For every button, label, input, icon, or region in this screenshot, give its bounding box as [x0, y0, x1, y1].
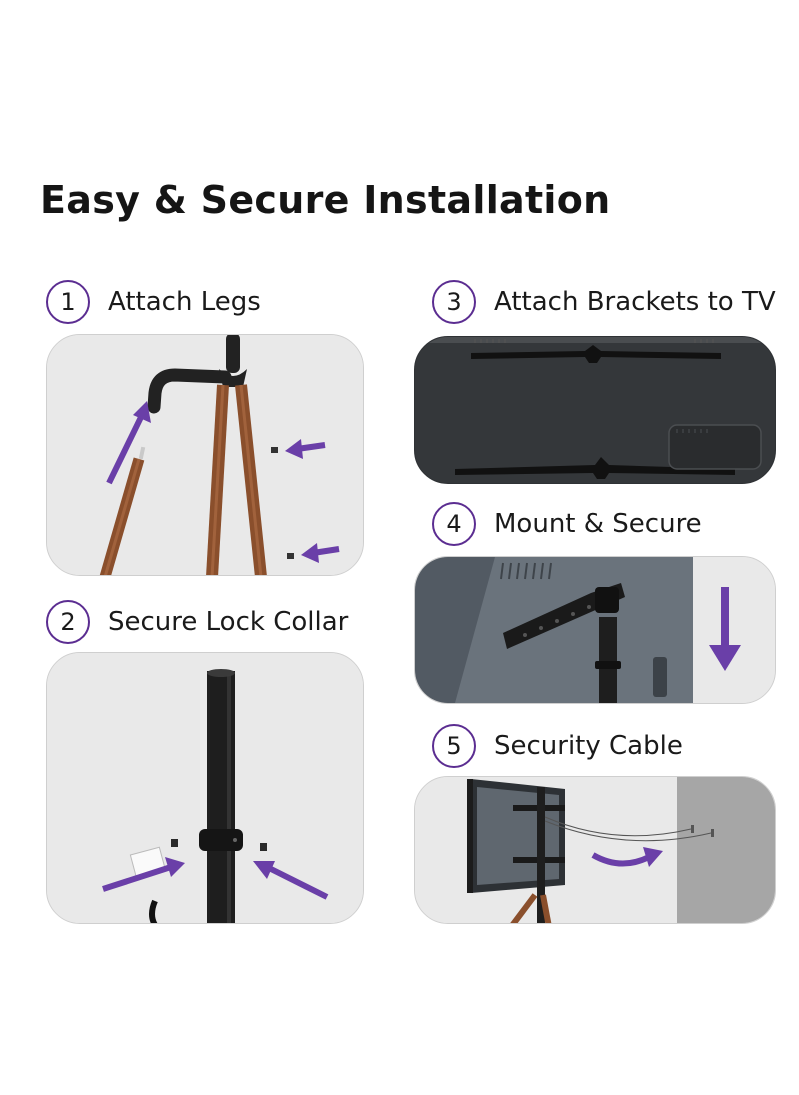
step-3-label: Attach Brackets to TV	[494, 287, 776, 317]
right-arrow-icon	[102, 857, 185, 892]
step-1-illustration	[46, 334, 364, 576]
left-arrow-icon	[285, 439, 326, 459]
mount-secure-image	[415, 557, 775, 703]
step-4-illustration	[414, 556, 776, 704]
attach-legs-image	[47, 335, 363, 575]
down-arrow-icon	[709, 587, 741, 671]
step-1-header: 1 Attach Legs	[46, 280, 261, 324]
step-3-number: 3	[432, 280, 476, 324]
step-4-label: Mount & Secure	[494, 509, 702, 539]
page-title: Easy & Secure Installation	[40, 178, 611, 222]
step-5-header: 5 Security Cable	[432, 724, 683, 768]
curved-arrow-icon	[591, 847, 663, 867]
step-2-label: Secure Lock Collar	[108, 607, 349, 637]
step-1-number: 1	[46, 280, 90, 324]
left-arrow-icon	[253, 861, 329, 900]
step-4-header: 4 Mount & Secure	[432, 502, 702, 546]
step-1-label: Attach Legs	[108, 287, 261, 317]
step-5-illustration	[414, 776, 776, 924]
step-4-number: 4	[432, 502, 476, 546]
security-cable-image	[415, 777, 775, 923]
lock-collar-image	[47, 653, 363, 923]
step-5-label: Security Cable	[494, 731, 683, 761]
tv-brackets-image	[415, 337, 775, 483]
step-2-header: 2 Secure Lock Collar	[46, 600, 348, 644]
step-2-number: 2	[46, 600, 90, 644]
left-arrow-icon	[301, 543, 340, 563]
step-2-illustration	[46, 652, 364, 924]
step-3-illustration	[414, 336, 776, 484]
step-5-number: 5	[432, 724, 476, 768]
step-3-header: 3 Attach Brackets to TV	[432, 280, 776, 324]
up-arrow-icon	[106, 401, 151, 485]
